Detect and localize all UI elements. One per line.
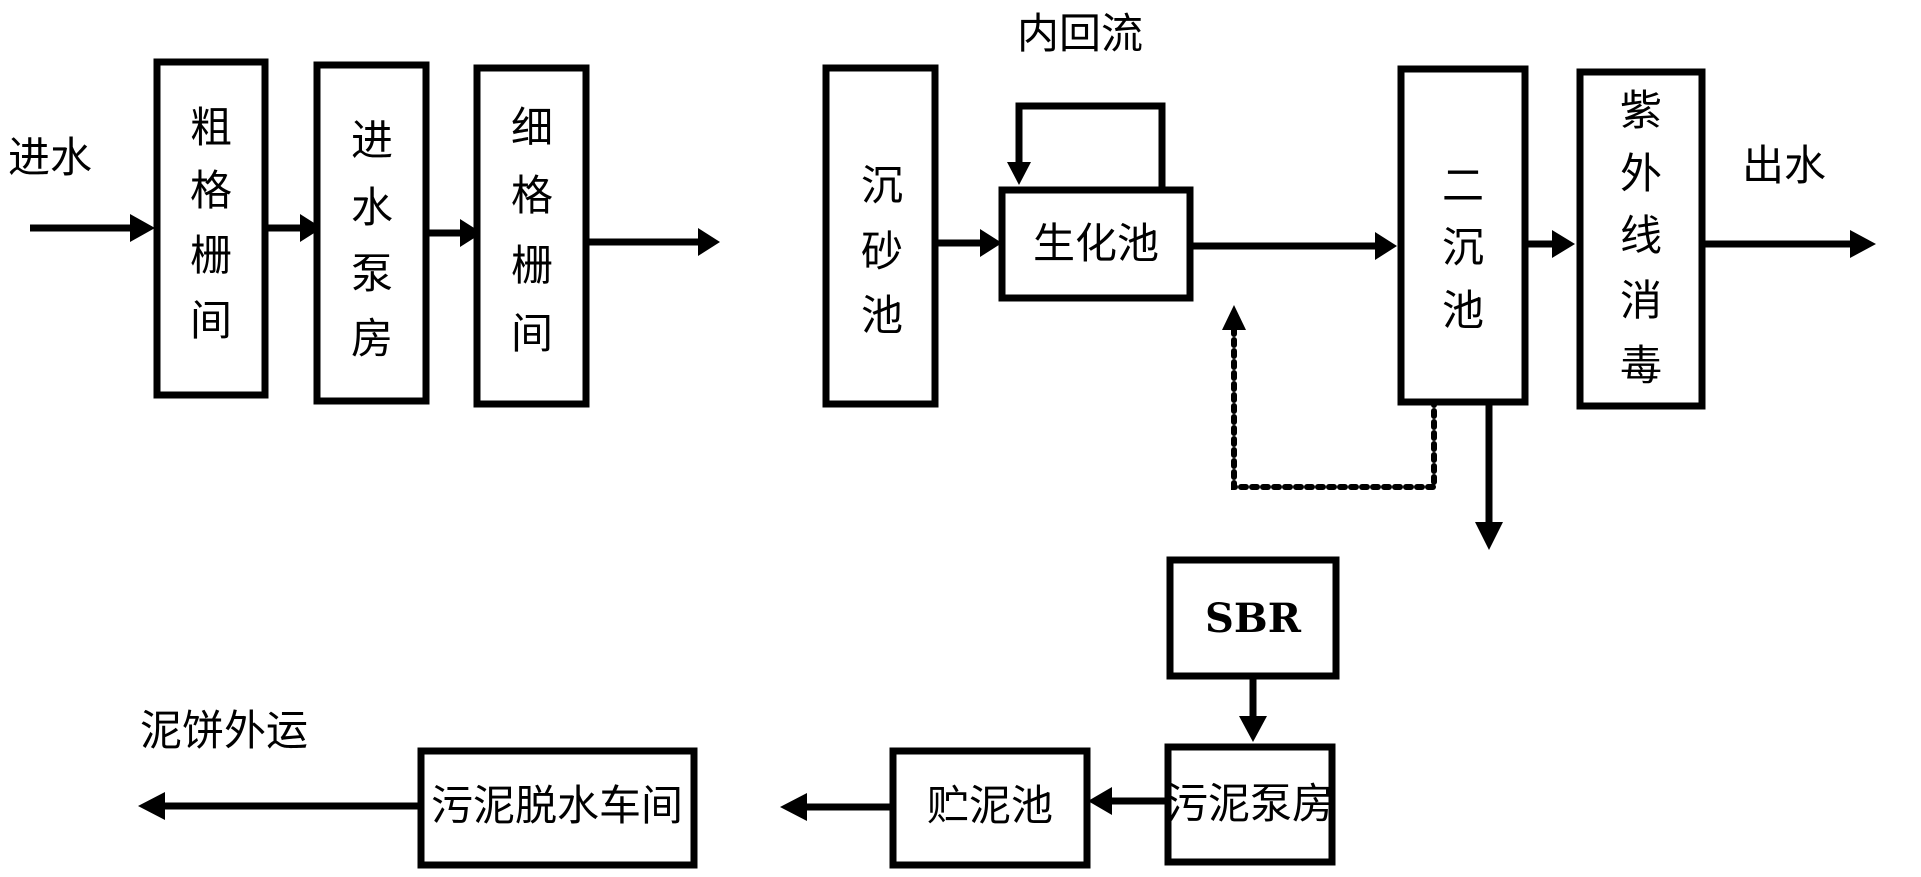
- inlet-pump-char-4: 房: [351, 314, 393, 363]
- arrow-coarse-to-pump: [268, 214, 322, 242]
- box-coarse-screen[interactable]: 粗 格 栅 间: [153, 58, 269, 399]
- bio-tank-label: 生化池: [1033, 219, 1159, 268]
- clarifier-char-2: 沉: [1442, 223, 1484, 272]
- arrow-clarifier-to-uv: [1528, 230, 1575, 258]
- arrow-sbr-to-sludge-pump: [1239, 679, 1267, 742]
- sbr-label: SBR: [1205, 595, 1302, 642]
- sludge-storage-label: 贮泥池: [927, 781, 1053, 830]
- coarse-screen-char-2: 格: [190, 166, 232, 215]
- coarse-screen-char-3: 栅: [190, 231, 232, 280]
- box-sludge-pump-house[interactable]: 污泥泵房: [1164, 743, 1336, 866]
- return-sludge-dotted-line: [1222, 305, 1437, 490]
- box-uv-disinfection[interactable]: 紫 外 线 消 毒: [1576, 68, 1706, 410]
- sludge-pump-label: 污泥泵房: [1166, 779, 1334, 828]
- arrow-clarifier-to-sbr: [1475, 404, 1503, 550]
- box-inlet-pump-house[interactable]: 进 水 泵 房: [313, 61, 430, 405]
- arrow-sludge-pump-to-storage: [1088, 787, 1165, 815]
- uv-char-3: 线: [1620, 211, 1662, 260]
- uv-char-2: 外: [1620, 149, 1662, 198]
- box-secondary-clarifier[interactable]: 二 沉 池: [1397, 65, 1529, 406]
- clarifier-char-1: 二: [1442, 161, 1484, 210]
- arrow-storage-to-dewatering: [780, 793, 890, 821]
- dewatering-label: 污泥脱水车间: [431, 781, 683, 830]
- coarse-screen-char-1: 粗: [190, 103, 232, 152]
- arrow-pump-to-fine-screen: [429, 219, 482, 247]
- arrow-uv-to-outlet: [1705, 230, 1876, 258]
- internal-recycle-loop: [1007, 102, 1166, 190]
- arrow-inlet-to-coarse-screen: [30, 214, 155, 242]
- box-sludge-dewatering[interactable]: 污泥脱水车间: [417, 747, 698, 869]
- uv-char-5: 毒: [1620, 341, 1662, 390]
- fine-screen-char-1: 细: [511, 103, 553, 152]
- inlet-pump-char-2: 水: [351, 183, 393, 232]
- fine-screen-char-4: 间: [511, 309, 553, 358]
- coarse-screen-char-4: 间: [190, 296, 232, 345]
- grit-chamber-char-1: 沉: [861, 161, 903, 210]
- arrow-grit-to-bio-tank: [938, 229, 1002, 257]
- arrow-bio-tank-to-clarifier: [1193, 232, 1397, 260]
- fine-screen-char-2: 格: [511, 171, 553, 220]
- outlet-label: 出水: [1742, 141, 1826, 190]
- inlet-label: 进水: [8, 133, 92, 182]
- arrow-fine-screen-to-grit: [589, 228, 720, 256]
- box-grit-chamber[interactable]: 沉 砂 池: [822, 64, 939, 408]
- inlet-pump-char-3: 泵: [351, 249, 393, 298]
- grit-chamber-char-3: 池: [861, 291, 903, 340]
- clarifier-char-3: 池: [1442, 286, 1484, 335]
- arrow-dewatering-to-cake-out: [138, 792, 418, 820]
- uv-char-4: 消: [1620, 276, 1662, 325]
- box-sludge-storage[interactable]: 贮泥池: [889, 747, 1091, 869]
- fine-screen-char-3: 栅: [511, 241, 553, 290]
- box-bio-tank[interactable]: 生化池: [998, 186, 1194, 302]
- sludge-cake-out-label: 泥饼外运: [140, 706, 308, 755]
- grit-chamber-char-2: 砂: [861, 227, 903, 276]
- box-sbr[interactable]: SBR: [1166, 556, 1340, 680]
- box-fine-screen[interactable]: 细 格 栅 间: [473, 64, 590, 408]
- uv-char-1: 紫: [1620, 86, 1662, 135]
- inlet-pump-char-1: 进: [351, 116, 393, 165]
- internal-recycle-label: 内回流: [1017, 9, 1143, 58]
